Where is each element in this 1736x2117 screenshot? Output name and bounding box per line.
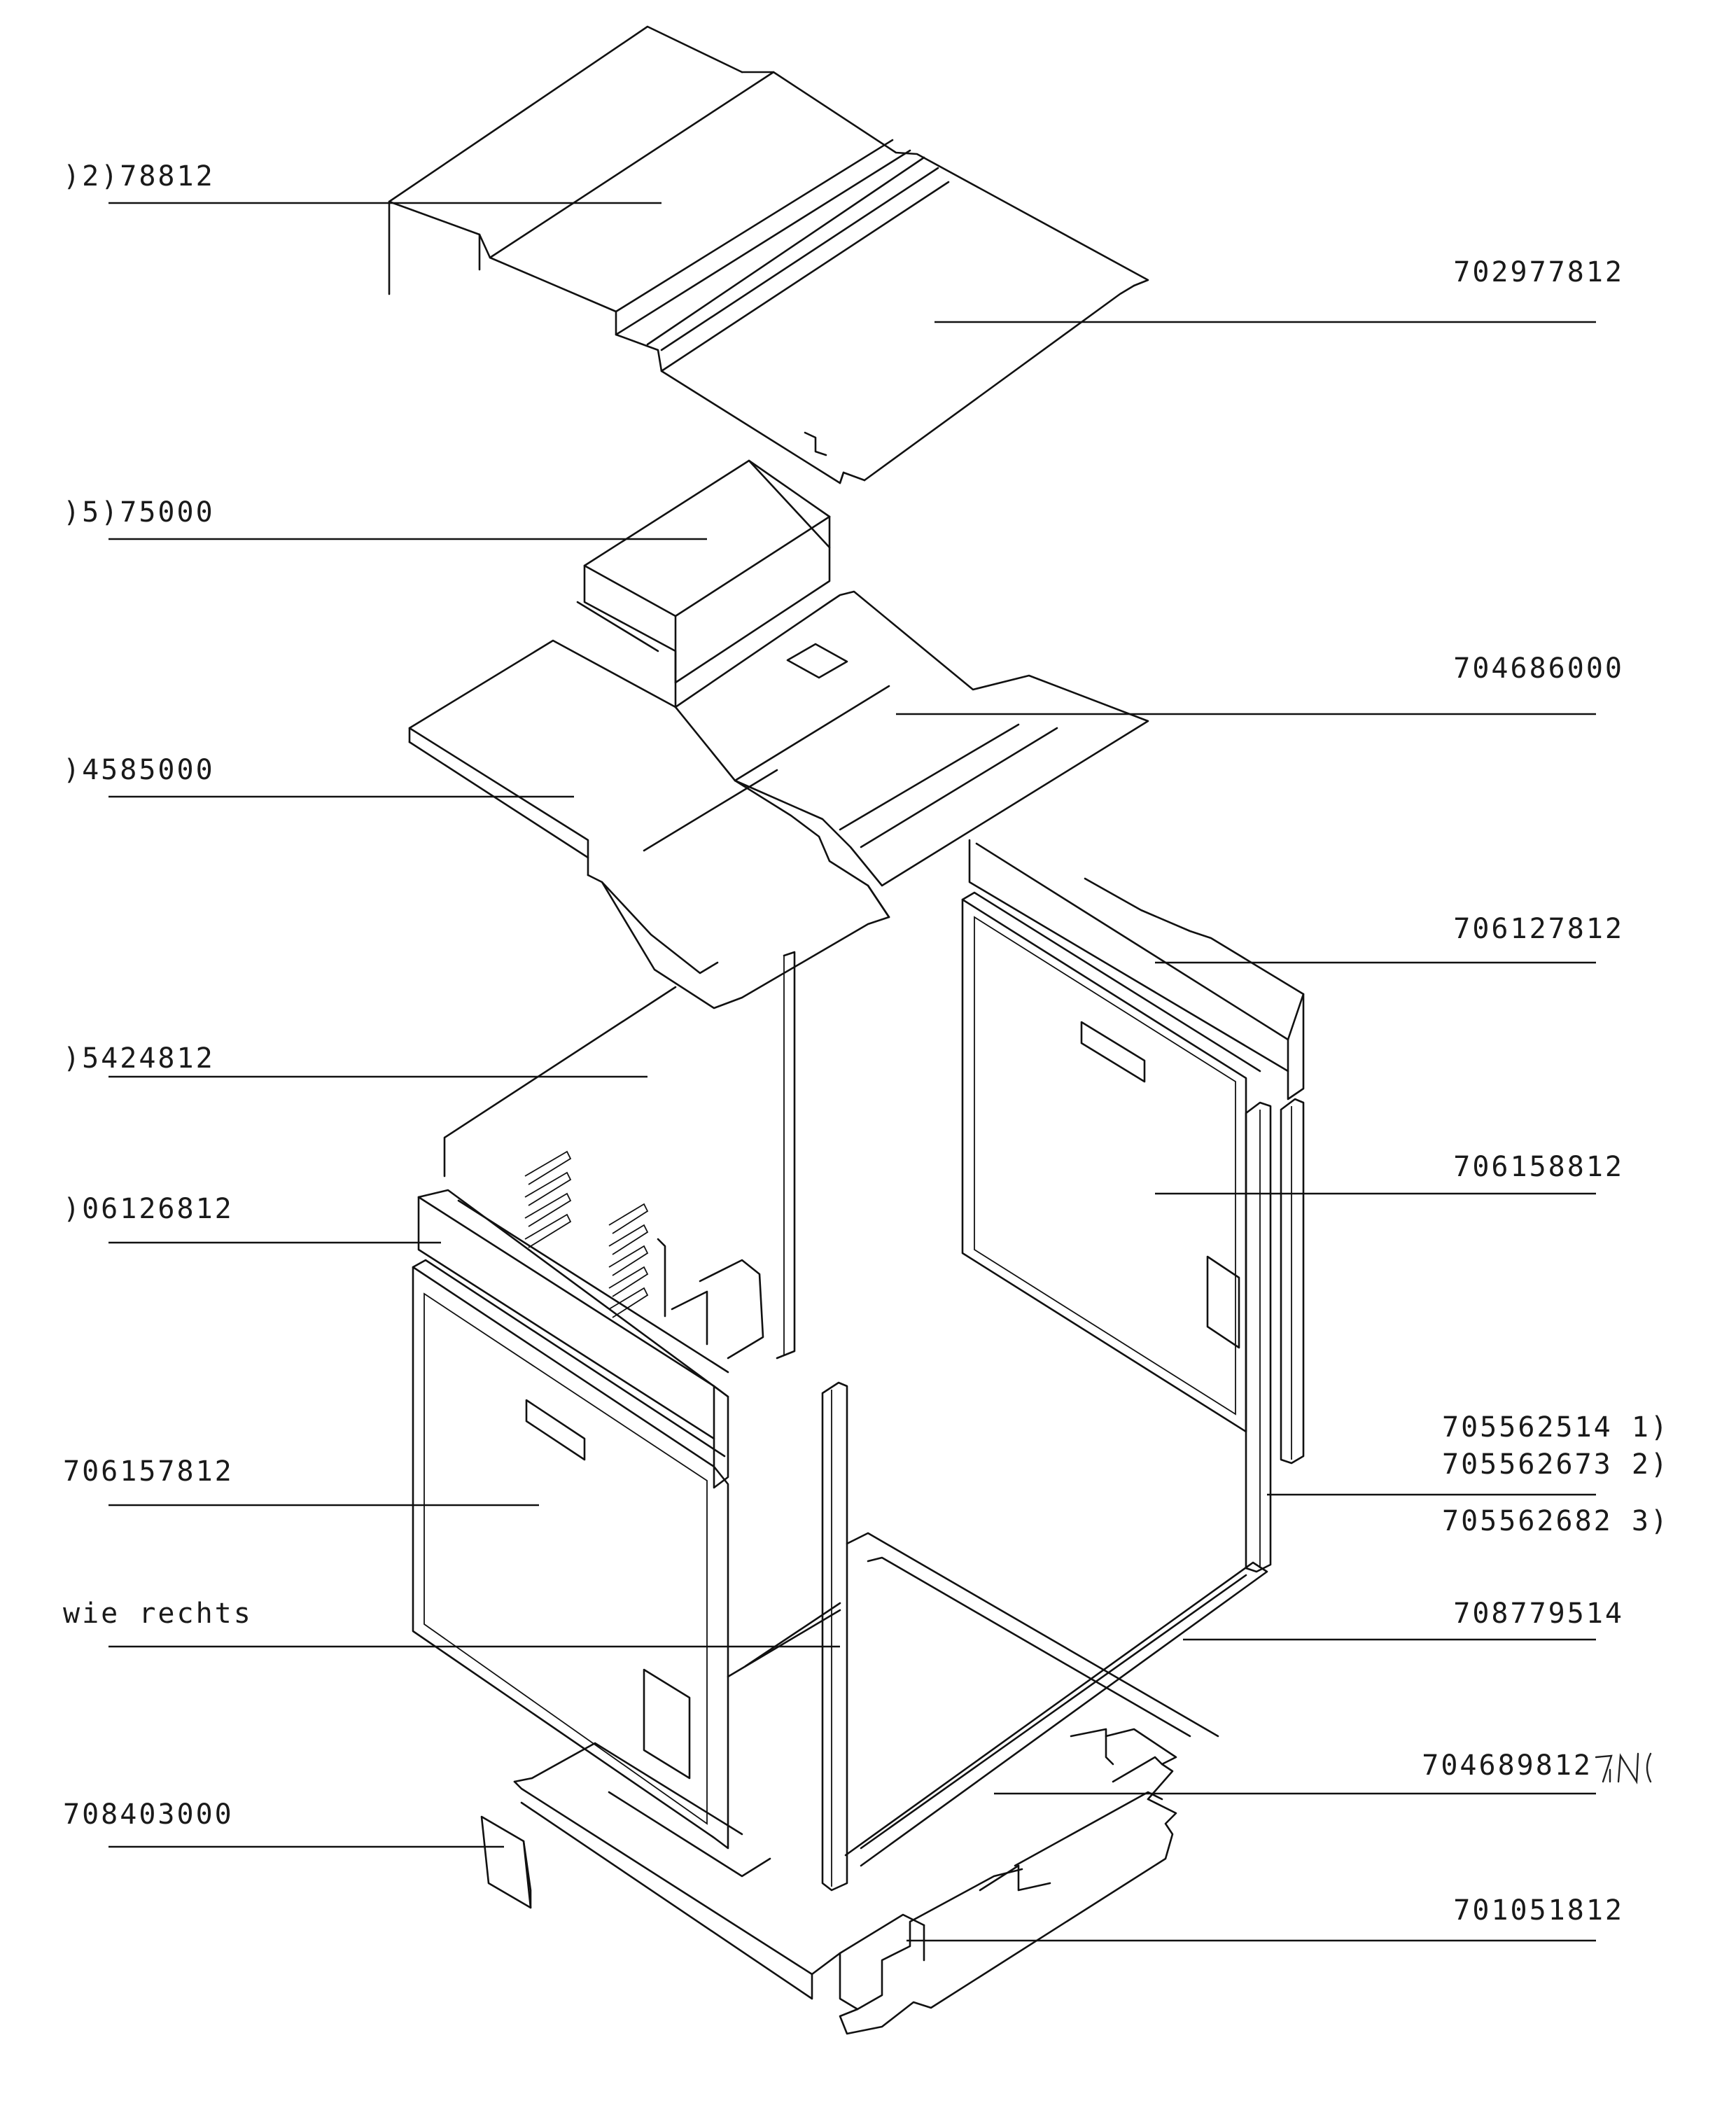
label-top-trim-right: 706127812 <box>1453 913 1624 945</box>
left-side-wall <box>412 1259 729 1850</box>
right-seal-strips <box>1245 1098 1305 1573</box>
leader-lines <box>108 202 1596 1942</box>
label-seal-3: 705562682 3) <box>1442 1505 1670 1537</box>
label-insulation-right: 704686000 <box>1453 652 1624 685</box>
label-seal-2: 705562673 2) <box>1442 1448 1670 1481</box>
left-top-trim <box>417 1189 729 1489</box>
label-box-part: )5)75000 <box>63 496 215 529</box>
box-part <box>576 459 831 684</box>
label-side-wall-left: 706157812 <box>63 1455 234 1488</box>
label-top-trim-left: )06126812 <box>63 1193 234 1225</box>
label-bottom-insulation: 704689812 <box>1422 1749 1592 1782</box>
label-front-frame: 708779514 <box>1453 1598 1624 1630</box>
small-plate <box>480 1815 532 1909</box>
right-top-trim <box>968 839 1305 1101</box>
label-top-cover-left: )2)78812 <box>63 160 215 193</box>
label-side-panel-left: )5424812 <box>63 1042 215 1075</box>
left-side-panel <box>443 951 796 1374</box>
center-post <box>821 1381 848 1892</box>
label-seal-1: 705562514 1) <box>1442 1411 1670 1444</box>
base-assembly <box>513 1728 1177 2035</box>
top-cover-part <box>388 25 1149 484</box>
insulation-top-part <box>408 590 1149 1009</box>
label-small-plate: 708403000 <box>63 1798 234 1831</box>
right-side-wall <box>961 891 1261 1433</box>
bottom-frame <box>727 1532 1268 1867</box>
label-top-cover-right: 702977812 <box>1453 256 1624 288</box>
handwritten-note <box>1595 1752 1652 1784</box>
label-wie-rechts: wie rechts <box>63 1598 253 1630</box>
label-side-wall-right: 706158812 <box>1453 1151 1624 1183</box>
label-base-plate: 701051812 <box>1453 1894 1624 1927</box>
label-insulation-left: )4585000 <box>63 754 215 786</box>
